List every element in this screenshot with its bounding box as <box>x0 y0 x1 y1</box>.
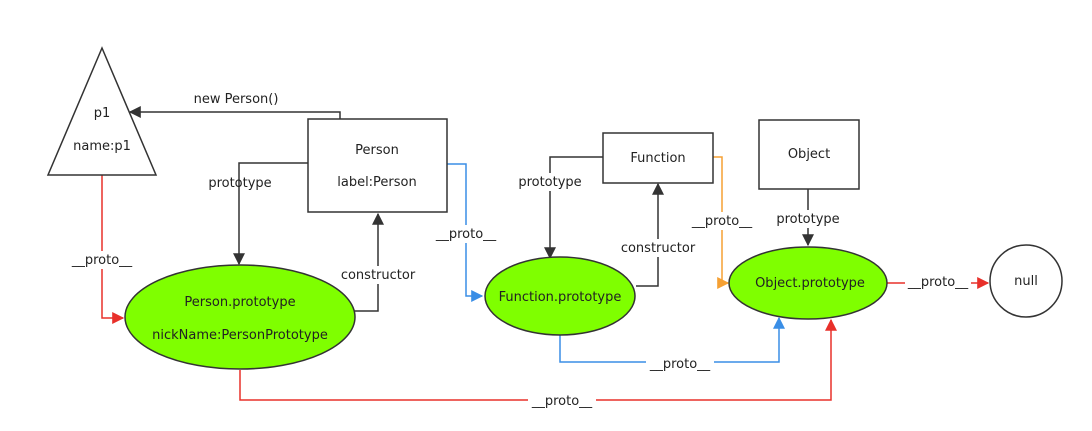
edge-person-constructor-label: constructor <box>341 268 416 283</box>
edge-person-proto-label: __proto__ <box>435 227 497 242</box>
edge-person-constructor <box>354 212 384 312</box>
edge-function-prototype-proto-label: __proto__ <box>649 357 711 372</box>
edge-person-prototype-label: prototype <box>208 176 271 191</box>
edge-object-prototype-label: prototype <box>776 212 839 227</box>
edge-function-prototype-label: prototype <box>518 175 581 190</box>
node-object-title: Object <box>788 147 830 162</box>
edge-person-prototype-proto-label: __proto__ <box>531 394 593 409</box>
edge-function-prototype <box>544 156 603 260</box>
node-p1-title: p1 <box>94 106 111 121</box>
edge-function-constructor-label: constructor <box>621 241 696 256</box>
node-function-prototype: Function.prototype <box>484 256 636 336</box>
node-person-prototype-subtitle: nickName:PersonPrototype <box>152 328 328 343</box>
edge-p1-proto <box>101 175 125 324</box>
node-person-prototype: Person.prototype nickName:PersonPrototyp… <box>124 264 356 370</box>
node-object-prototype-title: Object.prototype <box>755 276 865 291</box>
node-function-title: Function <box>630 151 685 166</box>
node-function-prototype-title: Function.prototype <box>499 290 622 305</box>
edge-new-person <box>128 106 341 119</box>
edge-function-proto-label: __proto__ <box>691 214 753 229</box>
node-person-subtitle: label:Person <box>337 175 417 190</box>
node-object: Object <box>758 119 860 190</box>
node-person-title: Person <box>355 143 399 158</box>
node-p1-subtitle: name:p1 <box>73 139 131 154</box>
edge-new-person-label: new Person() <box>194 92 279 107</box>
node-object-prototype: Object.prototype <box>728 246 888 320</box>
edge-person-prototype <box>233 162 308 266</box>
edge-p1-proto-label: __proto__ <box>71 253 133 268</box>
node-person-prototype-title: Person.prototype <box>184 295 295 310</box>
node-person: Person label:Person <box>307 118 448 213</box>
node-null-title: null <box>1014 274 1038 289</box>
node-p1: p1 name:p1 <box>46 46 158 176</box>
edge-function-constructor <box>636 182 664 287</box>
node-function: Function <box>602 132 714 184</box>
node-null: null <box>989 244 1063 318</box>
edge-object-proto-null-label: __proto__ <box>907 275 969 290</box>
